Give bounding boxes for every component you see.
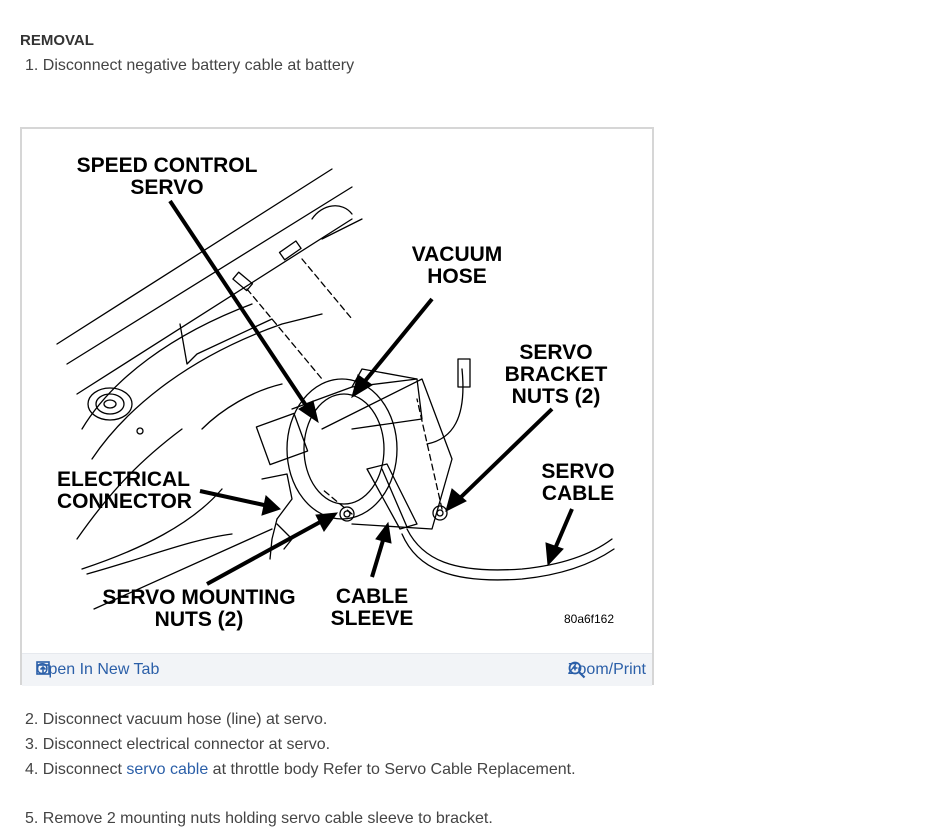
open-in-new-tab-label: Open In New Tab: [36, 661, 160, 678]
step-4: 4. Disconnect servo cable at throttle bo…: [25, 761, 576, 779]
servo-diagram: SPEED CONTROL SERVO VACUUM HOSE SERVO BR…: [56, 154, 615, 631]
label-servo-cable-servo: SERVO: [541, 460, 614, 483]
figure-code: 80a6f162: [564, 612, 614, 626]
label-servo-cable: CABLE: [542, 482, 614, 505]
step-1: 1. Disconnect negative battery cable at …: [25, 57, 355, 74]
label-electrical: ELECTRICAL: [57, 468, 190, 491]
figure-footer: Open In New Tab Zoom/Print: [22, 653, 652, 686]
label-connector: CONNECTOR: [57, 490, 192, 513]
label-servo-mounting: SERVO MOUNTING: [102, 586, 295, 609]
open-in-new-tab-link[interactable]: Open In New Tab: [36, 661, 159, 679]
step-3: 3. Disconnect electrical connector at se…: [25, 736, 331, 753]
label-speed-control-servo: SERVO: [130, 176, 203, 199]
label-vacuum: VACUUM: [412, 243, 503, 266]
label-cable-sleeve: SLEEVE: [331, 607, 414, 630]
label-cable-sleeve-cable: CABLE: [336, 585, 408, 608]
step-2: 2. Disconnect vacuum hose (line) at serv…: [25, 711, 328, 728]
diagram-drawing: [56, 168, 615, 610]
label-bracket-nuts: NUTS (2): [512, 385, 601, 408]
label-bracket-servo: SERVO: [519, 341, 592, 364]
step-4-prefix: 4. Disconnect: [25, 761, 127, 778]
open-in-new-tab-icon: [36, 661, 50, 675]
zoom-print-link[interactable]: Zoom/Print: [568, 661, 646, 679]
label-speed-control: SPEED CONTROL: [77, 154, 258, 177]
callout-arrows: [168, 199, 574, 586]
label-mounting-nuts: NUTS (2): [155, 608, 244, 631]
servo-cable-link[interactable]: servo cable: [126, 761, 209, 778]
label-bracket: BRACKET: [505, 363, 608, 386]
figure-container: SPEED CONTROL SERVO VACUUM HOSE SERVO BR…: [20, 127, 654, 686]
step-4-suffix: at throttle body Refer to Servo Cable Re…: [208, 761, 576, 778]
zoom-icon: [568, 661, 586, 679]
label-vacuum-hose: HOSE: [427, 265, 487, 288]
zoom-print-label: Zoom/Print: [567, 661, 646, 678]
step-5: 5. Remove 2 mounting nuts holding servo …: [25, 810, 493, 827]
section-heading: REMOVAL: [20, 32, 94, 49]
